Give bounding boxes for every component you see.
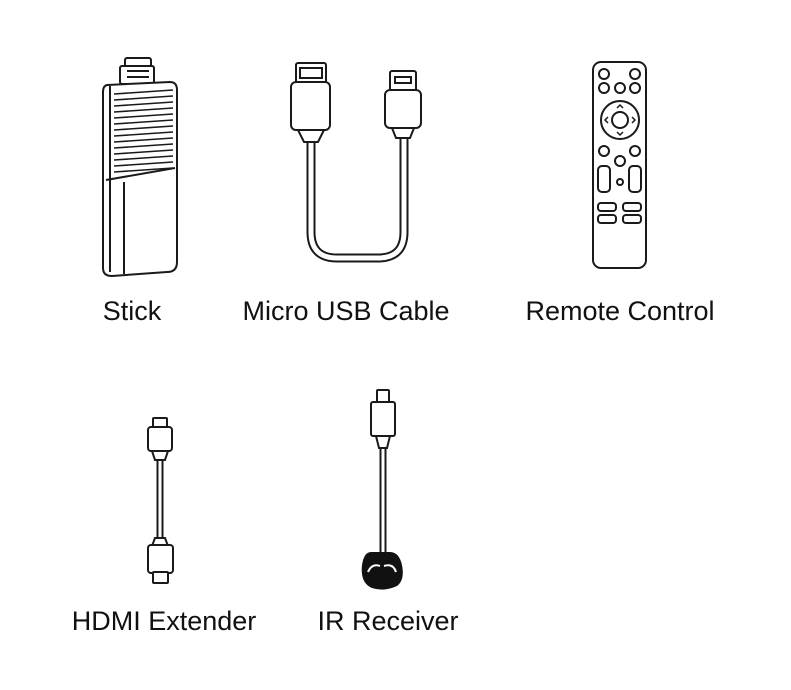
micro-usb-cable-label: Micro USB Cable	[242, 296, 450, 326]
ir-receiver-label: IR Receiver	[317, 606, 459, 636]
stick-label: Stick	[102, 296, 162, 326]
remote-control-label: Remote Control	[525, 296, 715, 326]
hdmi-extender-label: HDMI Extender	[71, 606, 257, 636]
